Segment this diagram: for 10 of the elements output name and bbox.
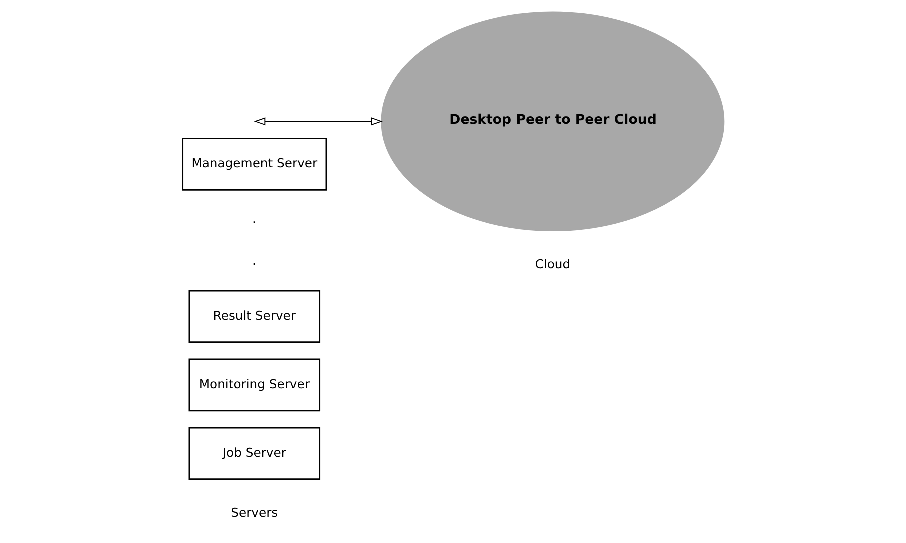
label: Servers bbox=[230, 506, 278, 520]
label: . bbox=[252, 209, 257, 228]
label: Cloud bbox=[534, 258, 570, 272]
node-box: Result Server bbox=[188, 290, 320, 344]
node-ellipse: Desktop Peer to Peer Cloud bbox=[380, 12, 724, 232]
node-box: Management Server bbox=[182, 138, 327, 191]
arrow bbox=[254, 118, 382, 126]
node-box: Job Server bbox=[188, 427, 320, 480]
label: . bbox=[252, 251, 257, 270]
node-box: Monitoring Server bbox=[188, 358, 320, 412]
